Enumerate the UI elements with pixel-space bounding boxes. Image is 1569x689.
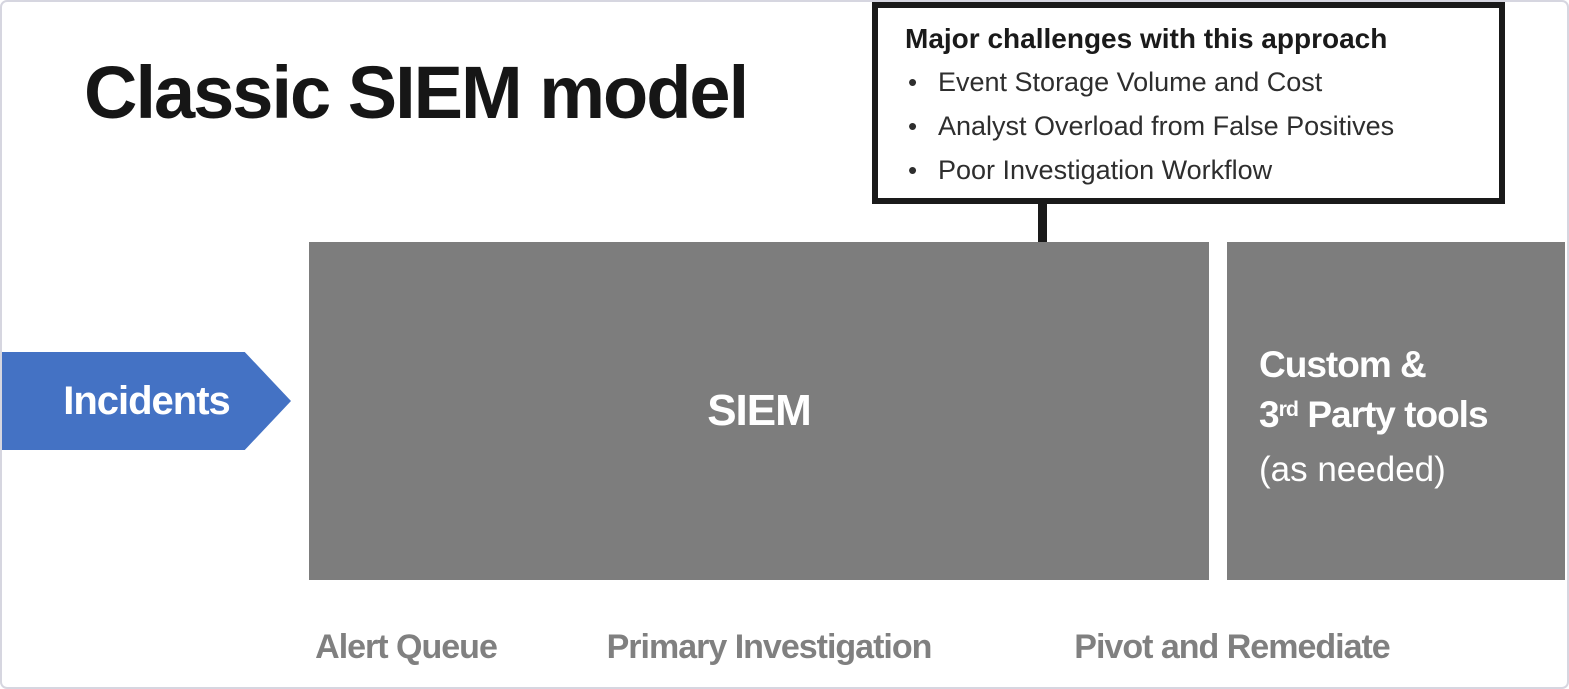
callout-bullet-poor-investigation: Poor Investigation Workflow xyxy=(905,148,1481,192)
incidents-arrow-shape: Incidents xyxy=(2,352,291,450)
custom-tools-line-2-number: 3 xyxy=(1259,394,1280,435)
siem-label: SIEM xyxy=(707,386,812,435)
custom-tools-box: Custom & 3rd Party tools (as needed) xyxy=(1227,242,1565,580)
incidents-label: Incidents xyxy=(63,378,231,423)
custom-tools-line-2-ordinal: rd xyxy=(1278,397,1299,422)
custom-tools-line-1: Custom & xyxy=(1259,344,1427,385)
challenges-callout-box: Major challenges with this approach Even… xyxy=(872,2,1505,204)
custom-tools-line-2-text: Party tools xyxy=(1298,394,1488,435)
callout-connector-line xyxy=(1038,204,1047,262)
callout-bullet-analyst-overload: Analyst Overload from False Positives xyxy=(905,104,1481,148)
slide-title: Classic SIEM model xyxy=(84,51,749,134)
custom-tools-line-2: 3rd Party tools xyxy=(1259,390,1565,445)
callout-bullet-list: Event Storage Volume and Cost Analyst Ov… xyxy=(905,60,1481,192)
stage-label-pivot-and-remediate: Pivot and Remediate xyxy=(1074,628,1390,666)
stage-label-primary-investigation: Primary Investigation xyxy=(606,628,933,666)
siem-box: SIEM xyxy=(309,242,1209,580)
callout-title: Major challenges with this approach xyxy=(905,23,1388,54)
custom-tools-line-3: (as needed) xyxy=(1259,450,1446,489)
stage-label-alert-queue: Alert Queue xyxy=(315,628,498,666)
callout-bullet-event-storage: Event Storage Volume and Cost xyxy=(905,60,1481,104)
